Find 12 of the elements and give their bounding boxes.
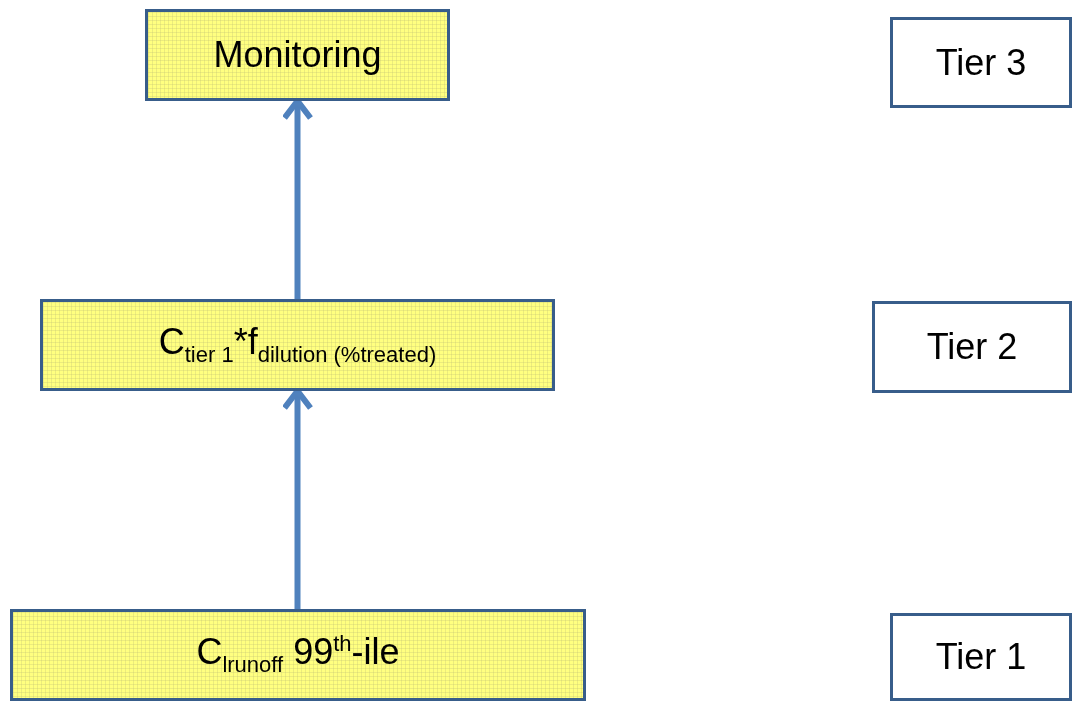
node-label: Tier 2 [926,326,1018,368]
node-label: Tier 1 [935,636,1027,678]
process-box [10,609,586,701]
node-label: C$_{tier 1}$*f$_{dilution (%treated)}$ [158,321,437,369]
process-box [890,613,1072,701]
process-box [40,299,555,391]
process-box [872,301,1072,393]
process-box [145,9,450,101]
node-label: C$_{lrunoff}$ 99$^{th}$-ile [196,631,400,679]
node-label: Tier 3 [935,41,1027,84]
node-label: Monitoring [213,34,382,76]
process-box [890,17,1072,108]
